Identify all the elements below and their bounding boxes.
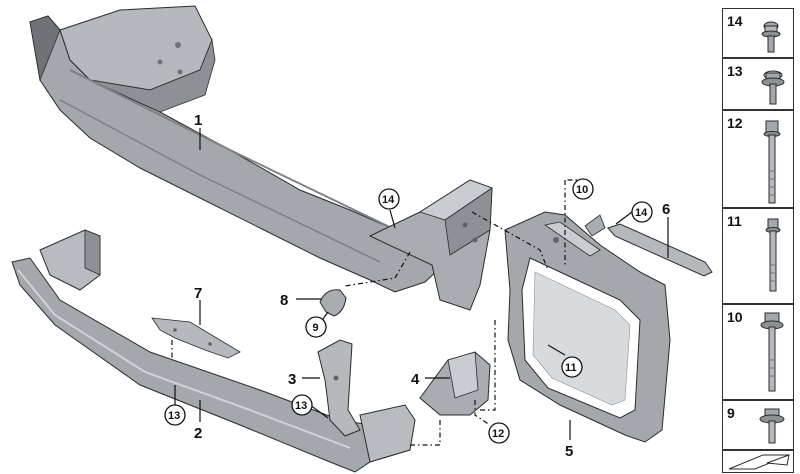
callout-10: 10 <box>572 178 594 200</box>
long-hex-bolt-icon <box>763 120 781 204</box>
collar-bolt-icon <box>760 312 784 392</box>
crash-box-part <box>368 179 493 311</box>
fastener-number: 11 <box>727 213 742 229</box>
fastener-cell-arrow <box>722 450 794 473</box>
part-label-8: 8 <box>280 292 288 309</box>
callout-labels: 1 2 3 4 5 6 7 8 <box>194 112 670 460</box>
fastener-number: 10 <box>727 309 743 325</box>
callout-11: 11 <box>561 356 583 378</box>
bracket-4-part <box>419 351 491 416</box>
fastener-column: 14 13 12 11 <box>722 8 798 473</box>
fastener-number: 14 <box>727 13 743 29</box>
leader-lines <box>174 128 669 440</box>
fastener-cell-10: 10 <box>722 304 794 400</box>
part-label-1: 1 <box>194 112 202 129</box>
flange-screw-icon <box>759 408 785 444</box>
strut-6-part <box>584 214 713 277</box>
part-label-4: 4 <box>411 371 420 388</box>
callout-12: 12 <box>488 422 510 444</box>
callout-9: 9 <box>305 316 327 338</box>
callout-13b: 13 <box>291 394 313 416</box>
clip-8-part <box>319 289 347 317</box>
part-label-5: 5 <box>565 443 573 460</box>
fastener-cell-12: 12 <box>722 110 794 208</box>
fastener-number: 9 <box>727 405 735 421</box>
callout-14b: 14 <box>631 201 653 223</box>
flange-bolt-short-icon <box>761 21 781 53</box>
bumper-carrier-part <box>29 5 441 293</box>
bracket-7-part <box>151 317 241 359</box>
washer-bolt-icon <box>761 70 785 105</box>
bumper-beam-part <box>11 229 416 473</box>
svg-text:13: 13 <box>168 410 180 422</box>
svg-text:12: 12 <box>492 428 504 440</box>
svg-text:14: 14 <box>635 207 648 219</box>
fastener-cell-11: 11 <box>722 208 794 304</box>
fastener-cell-14: 14 <box>722 8 794 58</box>
part-label-3: 3 <box>288 371 296 388</box>
fastener-cell-13: 13 <box>722 58 794 110</box>
fastener-number: 12 <box>727 115 743 131</box>
circled-callouts: 9 10 11 12 13 13 14 14 <box>164 178 653 444</box>
svg-text:14: 14 <box>382 194 395 206</box>
part-label-2: 2 <box>194 425 202 442</box>
hex-bolt-icon <box>765 218 781 292</box>
fastener-cell-9: 9 <box>722 400 794 450</box>
svg-text:9: 9 <box>313 322 319 334</box>
svg-text:11: 11 <box>565 362 577 374</box>
part-label-6: 6 <box>662 201 670 218</box>
callout-13a: 13 <box>164 404 186 426</box>
fastener-number: 13 <box>727 63 743 79</box>
svg-text:10: 10 <box>576 184 588 196</box>
svg-text:13: 13 <box>295 400 307 412</box>
bracket-3-part <box>317 339 361 437</box>
front-frame-part <box>504 211 671 443</box>
callout-14a: 14 <box>378 188 400 210</box>
assembly-lines <box>171 179 585 446</box>
parts-diagram: 1 2 3 4 5 6 7 8 9 10 11 12 13 <box>11 5 713 473</box>
part-label-7: 7 <box>194 285 202 302</box>
orientation-arrow-icon <box>728 454 790 470</box>
